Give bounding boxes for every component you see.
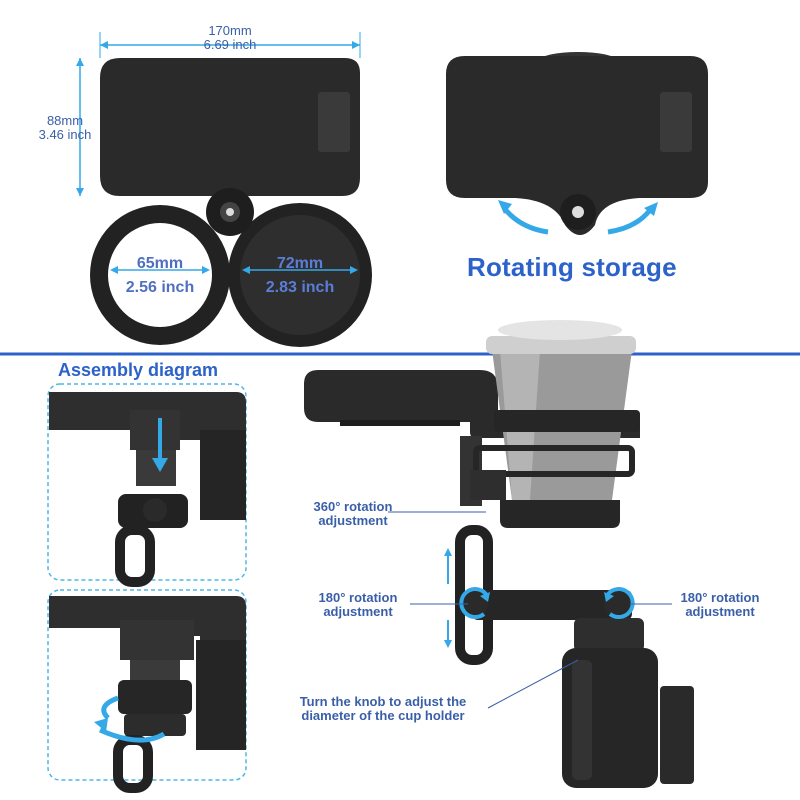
rotation-marker-left (459, 587, 490, 620)
callout-180-rotation-left: 180° rotation adjustment (318, 590, 398, 619)
small-circle-inch: 2.56 inch (125, 279, 195, 296)
width-label: 170mm 6.69 inch (190, 24, 270, 52)
small-circle-mm: 65mm (136, 255, 184, 272)
large-circle-dimension (242, 266, 358, 274)
tray-top-right (446, 52, 708, 235)
rotate-arrow-icon (94, 695, 166, 743)
tray-top-left (90, 58, 372, 347)
callout-180-rotation-right: 180° rotation adjustment (680, 590, 760, 619)
width-inch: 6.69 inch (203, 37, 257, 52)
callout-360-rotation: 360° rotation adjustment (313, 499, 393, 528)
vertical-double-arrow-icon (444, 548, 452, 648)
assembly-panel-2 (47, 589, 247, 793)
arrow-right-curve-icon (607, 202, 658, 235)
width-dimension (99, 32, 361, 58)
down-arrow-icon (152, 418, 168, 472)
width-mm: 170mm (208, 23, 252, 38)
leader-knob (487, 659, 579, 709)
small-circle-dimension (110, 266, 210, 274)
height-label: 88mm 3.46 inch (28, 114, 102, 142)
small-circle-label: 65mm 2.56 inch (110, 254, 210, 298)
callout-knob-adjust: Turn the knob to adjust the diameter of … (299, 694, 467, 723)
large-circle-label: 72mm 2.83 inch (250, 254, 350, 298)
arrow-left-curve-icon (498, 200, 549, 235)
height-inch: 3.46 inch (38, 127, 92, 142)
height-dimension (76, 58, 84, 196)
assembly-panel-1 (47, 383, 247, 587)
assembly-diagram-title: Assembly diagram (58, 360, 219, 380)
rotation-marker-right (604, 587, 635, 620)
large-circle-inch: 2.83 inch (265, 279, 335, 296)
rotating-storage-caption: Rotating storage (467, 252, 677, 282)
large-circle-mm: 72mm (276, 255, 324, 272)
height-mm: 88mm (46, 113, 84, 128)
